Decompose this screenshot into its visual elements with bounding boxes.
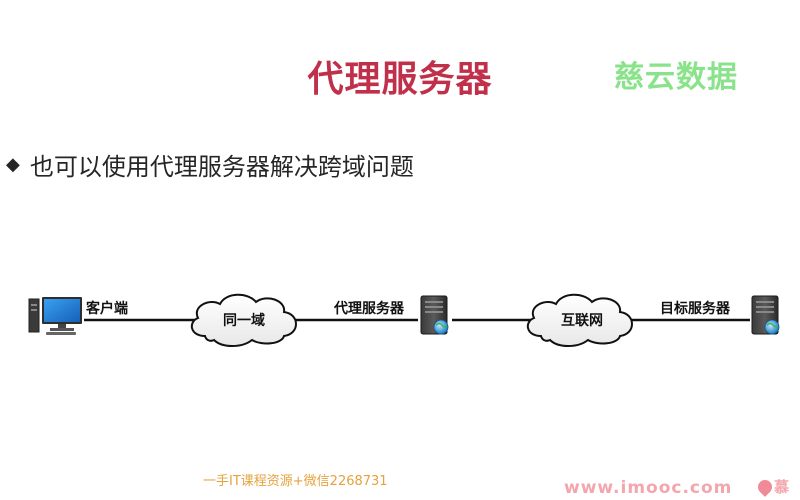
cloud-icon: [526, 293, 633, 347]
bullet-text: 也可以使用代理服务器解决跨域问题: [29, 153, 414, 181]
client-label: 客户端: [85, 300, 128, 317]
server-icon: [420, 295, 449, 335]
cloud-label-internet: 互联网: [561, 313, 603, 329]
flame-icon: [755, 476, 775, 497]
proxy-server-label: 代理服务器: [333, 300, 405, 317]
bullet-point: ◆ 也可以使用代理服务器解决跨域问题: [6, 147, 414, 182]
logo-text: 慕: [774, 478, 790, 496]
watermark-text: 一手IT课程资源+微信2268731: [203, 474, 388, 489]
target-server-label: 目标服务器: [660, 300, 731, 317]
desktop-computer-icon: [28, 297, 82, 335]
cloud-label-same-domain: 同一域: [223, 312, 265, 329]
footer-site-link[interactable]: www.imooc.com: [564, 478, 733, 498]
server-icon: [751, 295, 780, 335]
slide-title: 代理服务器: [307, 59, 493, 100]
imooc-logo: 慕: [755, 476, 790, 497]
brand-logo: 慈云数据: [614, 60, 738, 95]
cloud-icon: [190, 293, 297, 347]
diamond-bullet-icon: ◆: [6, 154, 20, 175]
